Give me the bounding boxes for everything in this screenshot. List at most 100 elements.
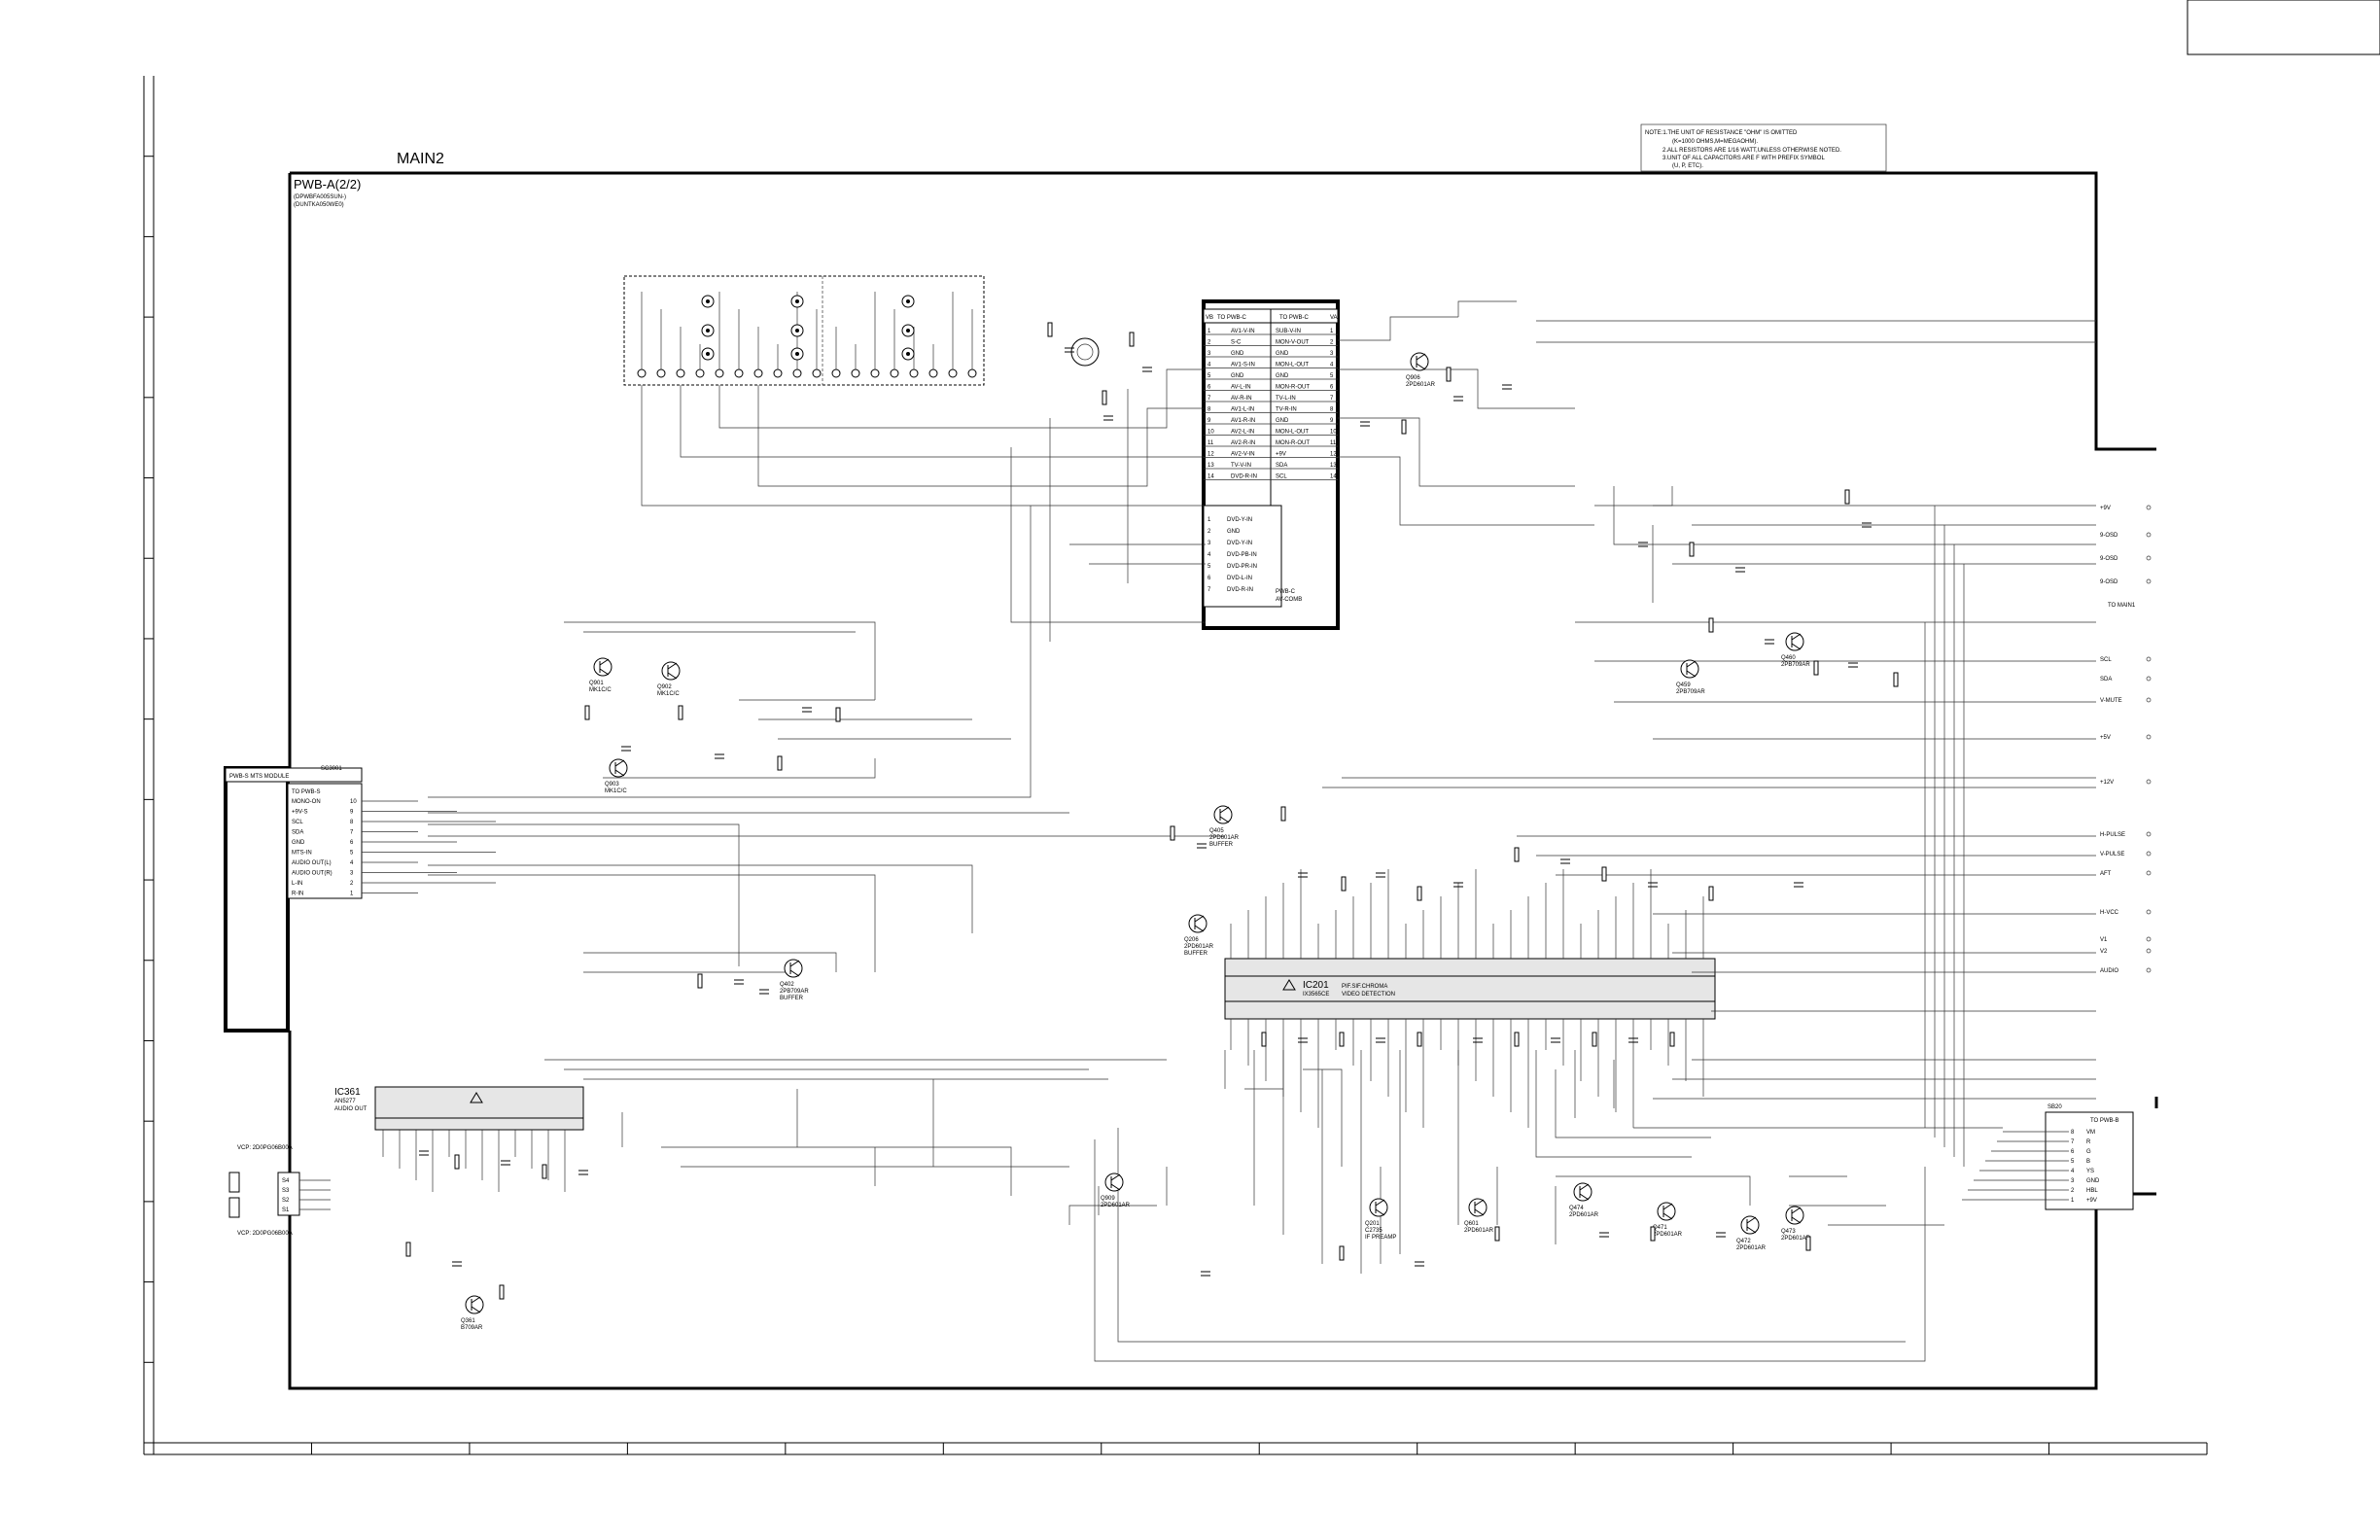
transistor-emitter — [1110, 1183, 1121, 1191]
right-signals: +9V9-OSD9-OSD9-OSDSCLSDAV-MUTE+5V+12VH-P… — [2100, 505, 2152, 974]
right-signal-label: AFT — [2100, 871, 2112, 877]
pwbc-left-num: 13 — [1208, 463, 1214, 469]
transistor-emitter — [614, 769, 625, 777]
pwbc-bottom-num: 4 — [1208, 552, 1211, 558]
wire — [757, 385, 1204, 487]
jack-pin — [792, 368, 802, 378]
jack-pin — [890, 368, 899, 378]
rca-center — [906, 299, 910, 303]
right-signal-label: SCL — [2100, 657, 2112, 663]
connector-icon — [2146, 870, 2152, 876]
transistor-collector — [1686, 660, 1697, 668]
pwbc-left-num: 8 — [1208, 407, 1211, 413]
transistor-collector — [599, 658, 610, 666]
transistor-part: MK1C/C — [605, 788, 627, 794]
speaker-top: VCP: 2D0PG06B00A — [237, 1145, 293, 1151]
pwbc-right-num: 13 — [1330, 463, 1337, 469]
transistor-icon — [465, 1295, 484, 1314]
transistor-emitter — [789, 969, 800, 977]
pwbc-right-num: 3 — [1330, 351, 1334, 357]
pwbc-left-pin: AV1-L-IN — [1231, 407, 1254, 413]
pwbc-right-num: 11 — [1330, 440, 1337, 446]
resistor — [1813, 660, 1819, 676]
resistor — [1514, 847, 1520, 862]
resistor — [678, 705, 683, 720]
wire — [680, 385, 1204, 458]
note-line-5: (U, P, ETC). — [1672, 163, 1703, 169]
rca-center — [706, 299, 710, 303]
transistor-collector — [1194, 915, 1205, 923]
pwbb-pin-num: 8 — [2071, 1130, 2075, 1136]
resistor — [454, 1154, 460, 1170]
right-signal-label: V-PULSE — [2100, 852, 2124, 858]
wire — [661, 1146, 1012, 1196]
wire — [1535, 1050, 1692, 1158]
transistor-part: 2PD601AR — [1184, 944, 1214, 950]
pwbc-left-pin: AV2-L-IN — [1231, 430, 1254, 436]
transistor-icon — [1369, 1198, 1388, 1217]
pwbc-left-num: 9 — [1208, 418, 1211, 424]
resistor — [1893, 672, 1899, 687]
transistor-emitter — [471, 1306, 481, 1313]
pwbc-bottom-num: 2 — [1208, 529, 1211, 535]
pwbs-pin-num: 9 — [350, 810, 354, 816]
resistor — [1601, 866, 1607, 882]
pwbc-right-pin: SCL — [1276, 474, 1287, 480]
resistor — [1689, 542, 1695, 557]
pwbc-left-pin: AV2-V-IN — [1231, 452, 1255, 458]
resistor — [1339, 1032, 1345, 1047]
connector-icon — [2146, 936, 2152, 942]
resistor — [1805, 1236, 1811, 1251]
transistor-collector — [614, 759, 625, 767]
transistor-collector — [1746, 1216, 1757, 1224]
wire — [428, 506, 1032, 798]
pwbc-left-num: 11 — [1208, 440, 1214, 446]
pwbs-pin-name: AUDIO OUT(R) — [292, 871, 332, 877]
pwbc-left-pin: AV-R-IN — [1231, 396, 1252, 402]
transistor-ref: Q903 — [605, 782, 619, 788]
resistor — [1417, 886, 1422, 901]
pwbc-left-pin: AV1-V-IN — [1231, 329, 1255, 334]
pwbb-pin-name: VM — [2086, 1130, 2095, 1136]
transistor-icon — [1188, 914, 1208, 933]
note-line-4: 3.UNIT OF ALL CAPACITORS ARE F WITH PREF… — [1662, 156, 1825, 161]
pwbc-right-pin: GND — [1276, 418, 1289, 424]
transistor-icon — [609, 758, 628, 778]
pwbc-bottom-pin: GND — [1227, 529, 1241, 535]
pwbb-pin-name: +9V — [2086, 1198, 2097, 1204]
pwbc-left-num: 5 — [1208, 373, 1211, 379]
resistor — [1102, 390, 1107, 405]
connector-icon — [2146, 967, 2152, 973]
resistor — [1446, 367, 1452, 382]
transistor-collector — [471, 1296, 481, 1304]
rca-center — [706, 329, 710, 332]
transistor-icon — [784, 959, 803, 978]
transistor-part: 2PD601AR — [1781, 1236, 1811, 1242]
ic361-ref: IC361 — [334, 1087, 361, 1098]
pwbb-pin-name: G — [2086, 1149, 2091, 1155]
pwbc-right-num: 1 — [1330, 329, 1334, 334]
pwbs-pin-num: 6 — [350, 840, 354, 846]
resistor — [542, 1164, 547, 1179]
transistor-role: BUFFER — [1209, 842, 1234, 848]
pwbb-pin-num: 3 — [2071, 1178, 2075, 1184]
pwbb-pin-num: 6 — [2071, 1149, 2075, 1155]
transistor-part: 2PB709AR — [1781, 662, 1810, 668]
jack-pin — [715, 368, 724, 378]
pwbc-bottom-num: 7 — [1208, 587, 1211, 593]
transistor-part: 2PD601AR — [1101, 1203, 1131, 1208]
rca-center — [906, 352, 910, 356]
pwbs-pin-name: SCL — [292, 820, 303, 825]
pwbb-pin-name: HBL — [2086, 1188, 2098, 1194]
transistor-ref: Q901 — [589, 681, 604, 686]
resistor — [1047, 322, 1053, 337]
connector-icon — [2146, 505, 2152, 510]
pwbc-left-num: 3 — [1208, 351, 1211, 357]
pwbc-bottom-num: 6 — [1208, 576, 1211, 581]
note-line-1: NOTE:1.THE UNIT OF RESISTANCE "OHM" IS O… — [1645, 130, 1798, 136]
